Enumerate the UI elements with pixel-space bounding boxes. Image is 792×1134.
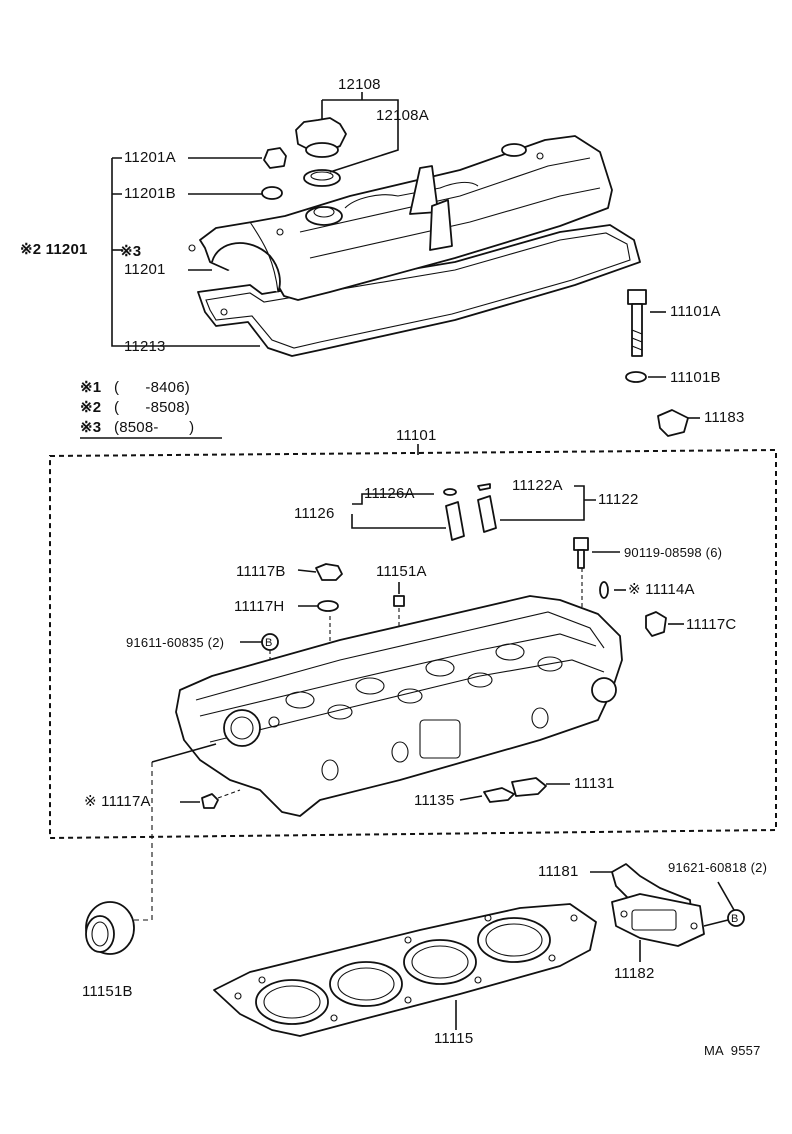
leader-lines-cover <box>80 92 700 439</box>
label-11151A: 11151A <box>376 563 427 580</box>
label-11181: 11181 <box>538 863 579 880</box>
note1-mark: ※1 <box>80 379 102 396</box>
label-91621: 91621-60818 (2) <box>668 860 768 875</box>
label-11101B: 11101B <box>670 369 721 386</box>
port-gaskets <box>459 777 570 803</box>
note2-mark: ※2 <box>80 399 102 416</box>
label-11201: 11201 <box>124 261 166 278</box>
camshaft-oil-seal <box>85 743 217 955</box>
label-11183: 11183 <box>704 409 745 426</box>
head-bolt-and-washer <box>625 289 689 437</box>
label-11117B: 11117B <box>236 563 286 580</box>
label-11201B: 11201B <box>124 185 176 202</box>
label-11122A: 11122A <box>512 477 563 494</box>
note3-mark-legend: ※3 <box>80 419 102 436</box>
water-outlet <box>590 863 745 962</box>
label-11122: 11122 <box>598 491 639 508</box>
bolt-marker-2: B <box>731 913 739 925</box>
note2-range: ( -8508) <box>114 399 190 416</box>
label-11135: 11135 <box>414 792 455 809</box>
label-12108: 12108 <box>338 76 381 93</box>
label-11101A: 11101A <box>670 303 721 320</box>
label-12108A: 12108A <box>376 107 429 124</box>
valve-guides <box>351 483 596 541</box>
label-11213: 11213 <box>124 338 166 355</box>
cylinder-head-gasket <box>213 903 597 1037</box>
cylinder-head <box>175 595 623 817</box>
note1-range: ( -8406) <box>114 379 190 396</box>
label-11117A: ※ 11117A <box>84 793 151 810</box>
cylinder-head-cover <box>188 135 641 357</box>
label-11131: 11131 <box>574 775 615 792</box>
label-11117C: 11117C <box>686 616 737 633</box>
label-11201-assy: ※2 11201 <box>20 241 88 258</box>
label-11101: 11101 <box>396 427 437 444</box>
label-90119: 90119-08598 (6) <box>624 545 723 560</box>
bolt-marker-1: B <box>265 637 273 649</box>
label-11115: 11115 <box>434 1030 474 1047</box>
label-11182: 11182 <box>614 965 655 982</box>
label-11126: 11126 <box>294 505 335 522</box>
label-91611: 91611-60835 (2) <box>126 635 225 650</box>
note3-mark: ※3 <box>120 243 142 260</box>
label-11151B: 11151B <box>82 983 133 1000</box>
diagram-code: MA 9557 <box>704 1043 761 1058</box>
label-11117H: 11117H <box>234 598 285 615</box>
plug-11117A <box>180 789 241 809</box>
label-11114A: ※ 11114A <box>628 581 695 598</box>
label-11201A: 11201A <box>124 149 176 166</box>
note3-range: (8508- ) <box>114 419 195 436</box>
oil-filler-cap <box>295 117 347 187</box>
cover-nut-and-grommet <box>261 147 287 200</box>
label-11126A: 11126A <box>364 485 415 502</box>
